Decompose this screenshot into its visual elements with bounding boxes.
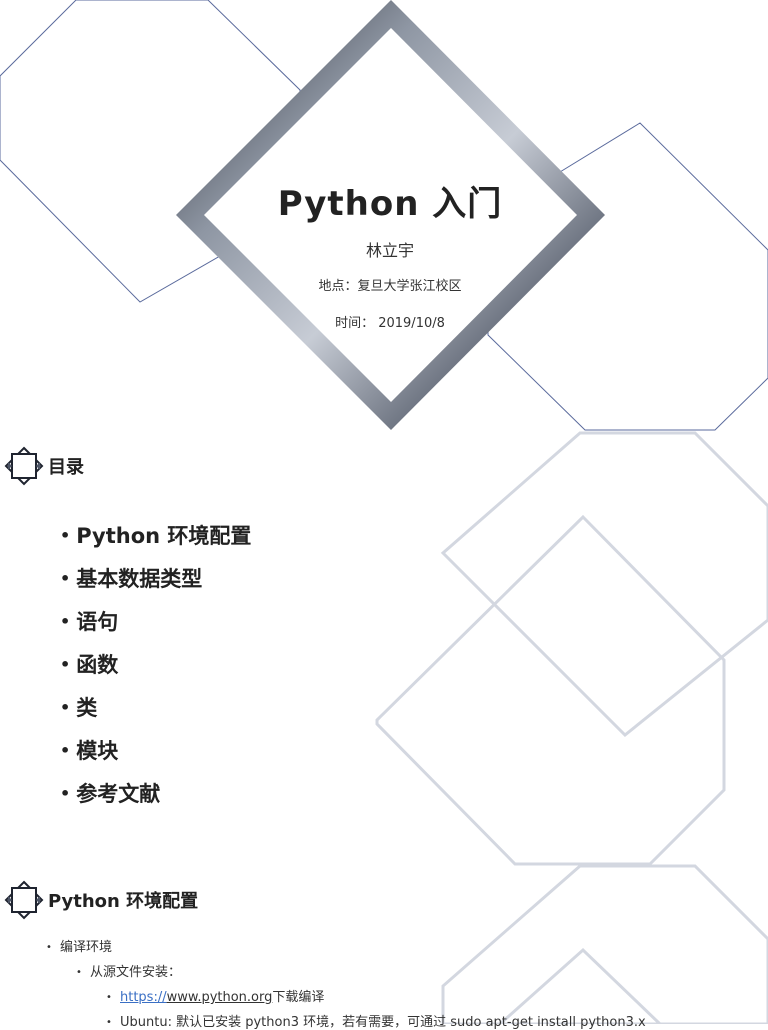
bullet-icon: • xyxy=(46,942,52,953)
toc-list: Python 环境配置基本数据类型语句函数类模块参考文献 xyxy=(60,514,251,815)
toc-item[interactable]: 模块 xyxy=(60,729,251,772)
octagon-outline-gray-1 xyxy=(440,431,768,738)
env-heading: Python 环境配置 xyxy=(48,891,199,912)
section-badge-icon xyxy=(4,880,44,920)
bullet-icon: • xyxy=(106,992,112,1003)
list-item-source-install: •从源文件安装： xyxy=(76,965,182,980)
author-name: 林立宇 xyxy=(365,241,414,260)
download-link[interactable]: https:// xyxy=(120,990,167,1005)
bullet-icon: • xyxy=(76,967,82,978)
toc-item[interactable]: Python 环境配置 xyxy=(60,514,251,557)
toc-item[interactable]: 参考文献 xyxy=(60,772,251,815)
toc-item[interactable]: 基本数据类型 xyxy=(60,557,251,600)
list-item-download: •https://www.python.org下载编译 xyxy=(106,990,325,1005)
octagon-outline-gray-2 xyxy=(375,514,726,866)
date-text: 时间： 2019/10/8 xyxy=(335,316,445,331)
toc-item[interactable]: 函数 xyxy=(60,643,251,686)
toc-heading-row: 目录 xyxy=(4,446,84,486)
section-badge-icon xyxy=(4,446,44,486)
octagon-outline-gray-3 xyxy=(441,864,768,1024)
download-url[interactable]: www.python.org xyxy=(166,990,273,1005)
title-slide: Python 入门 林立宇 地点：复旦大学张江校区 时间： 2019/10/8 xyxy=(0,0,768,430)
list-item-ubuntu: •Ubuntu: 默认已安装 python3 环境，若有需要，可通过 sudo … xyxy=(106,1015,646,1030)
location-text: 地点：复旦大学张江校区 xyxy=(318,279,462,294)
toc-item[interactable]: 语句 xyxy=(60,600,251,643)
octagon-outline-gray-4 xyxy=(499,947,662,1024)
list-item-compile-env: •编译环境 xyxy=(46,940,113,955)
bullet-icon: • xyxy=(106,1017,112,1028)
page-title: Python 入门 xyxy=(277,184,503,224)
env-heading-row: Python 环境配置 xyxy=(4,880,198,920)
toc-heading: 目录 xyxy=(48,457,84,478)
title-diamond-inner xyxy=(204,28,577,402)
toc-item[interactable]: 类 xyxy=(60,686,251,729)
